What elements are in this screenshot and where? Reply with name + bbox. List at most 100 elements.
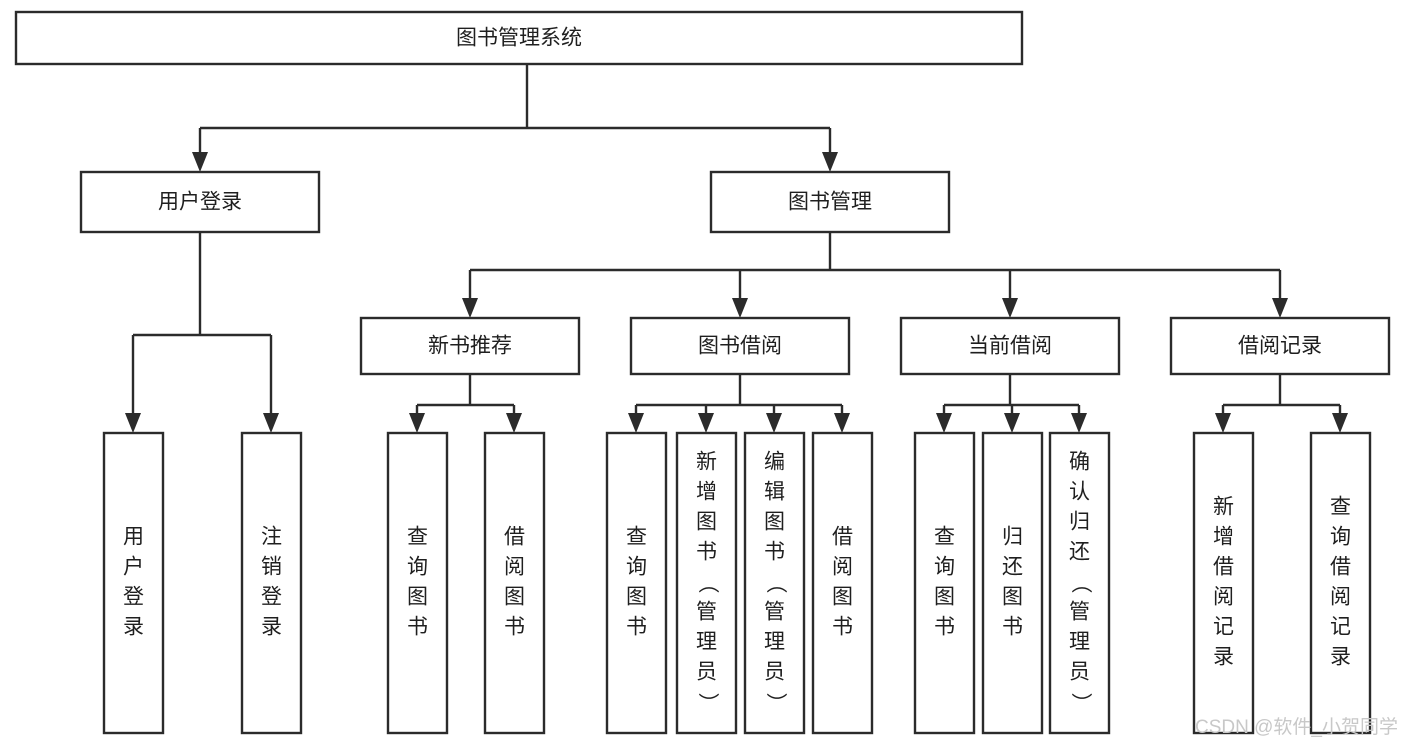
node-label-char: 查 <box>1330 496 1351 519</box>
node-box[interactable] <box>1169 316 1391 376</box>
node-label-char: 注 <box>261 526 282 549</box>
node-label-char: 登 <box>261 586 282 609</box>
node-label-char: 记 <box>1213 616 1234 639</box>
node-label-char: 阅 <box>1213 586 1234 609</box>
node-label-char: 理 <box>696 631 717 654</box>
node-box[interactable] <box>629 316 851 376</box>
node-box[interactable] <box>605 431 668 735</box>
node-box[interactable] <box>1309 431 1372 735</box>
node-label: 图书管理 <box>788 191 872 214</box>
node-box[interactable] <box>743 431 806 735</box>
diagram-node-level2-1[interactable]: 图书借阅 <box>629 316 851 376</box>
diagram-node-leaf-0[interactable]: 用户登录 <box>102 431 165 735</box>
diagram-node-level2-0[interactable]: 新书推荐 <box>359 316 581 376</box>
node-label-char: 新 <box>696 451 717 474</box>
connector-arrowhead-6-0 <box>1215 413 1231 433</box>
node-box[interactable] <box>981 431 1044 735</box>
node-label-char: 图 <box>1002 586 1023 609</box>
node-label-char: ） <box>696 693 719 714</box>
node-label-char: 用 <box>123 526 144 549</box>
node-label-char: 阅 <box>1330 586 1351 609</box>
connector-arrowhead-4-2 <box>766 413 782 433</box>
node-label-char: （ <box>764 573 787 594</box>
node-label-char: 书 <box>1002 616 1023 639</box>
node-label-char: 管 <box>764 601 785 624</box>
node-label: 用户登录 <box>158 191 242 214</box>
node-label-char: 增 <box>1213 526 1234 549</box>
node-label-char: 阅 <box>504 556 525 579</box>
node-label-char: 查 <box>407 526 428 549</box>
node-label-char: 记 <box>1330 616 1351 639</box>
node-label-char: 认 <box>1069 481 1090 504</box>
node-box[interactable] <box>913 431 976 735</box>
node-box[interactable] <box>675 431 738 735</box>
connector-arrowhead-2-2 <box>1002 298 1018 318</box>
node-label-char: ） <box>764 693 787 714</box>
connector-arrowhead-4-1 <box>698 413 714 433</box>
node-label-char: 录 <box>1330 646 1351 669</box>
node-label-char: 书 <box>504 616 525 639</box>
node-box[interactable] <box>14 10 1024 66</box>
diagram-node-level1-0[interactable]: 用户登录 <box>79 170 321 234</box>
diagram-node-level2-3[interactable]: 借阅记录 <box>1169 316 1391 376</box>
node-label-char: 图 <box>832 586 853 609</box>
connector-arrowhead-2-3 <box>1272 298 1288 318</box>
node-label-char: 书 <box>626 616 647 639</box>
node-label-char: 还 <box>1069 541 1090 564</box>
node-label-char: 员 <box>1069 661 1090 684</box>
node-box[interactable] <box>240 431 303 735</box>
node-label: 图书借阅 <box>698 335 782 358</box>
node-label-char: 图 <box>934 586 955 609</box>
node-label: 当前借阅 <box>968 335 1052 358</box>
connector-arrowhead-2-1 <box>732 298 748 318</box>
node-label-char: （ <box>696 573 719 594</box>
node-box[interactable] <box>102 431 165 735</box>
node-label-char: 图 <box>407 586 428 609</box>
node-label-char: 书 <box>696 541 717 564</box>
node-label-char: 理 <box>1069 631 1090 654</box>
node-box[interactable] <box>483 431 546 735</box>
node-box[interactable] <box>79 170 321 234</box>
node-label-char: 录 <box>261 616 282 639</box>
diagram-node-level1-1[interactable]: 图书管理 <box>709 170 951 234</box>
diagram-node-level2-2[interactable]: 当前借阅 <box>899 316 1121 376</box>
node-label-char: 图 <box>764 511 785 534</box>
csdn-watermark: CSDN @软件_小贺同学 <box>1195 716 1398 738</box>
node-box[interactable] <box>709 170 951 234</box>
node-label-char: 登 <box>123 586 144 609</box>
node-box[interactable] <box>1048 431 1111 735</box>
node-label-char: 管 <box>1069 601 1090 624</box>
node-box[interactable] <box>899 316 1121 376</box>
connector-arrowhead-5-0 <box>936 413 952 433</box>
node-box[interactable] <box>1192 431 1255 735</box>
diagram-node-root-0[interactable]: 图书管理系统 <box>14 10 1024 66</box>
node-label-char: 图 <box>626 586 647 609</box>
node-label-char: 询 <box>626 556 647 579</box>
node-label-char: 理 <box>764 631 785 654</box>
nodes-layer: 图书管理系统用户登录图书管理新书推荐图书借阅当前借阅借阅记录用户登录注销登录查询… <box>14 10 1391 735</box>
node-label: 图书管理系统 <box>456 27 582 50</box>
node-box[interactable] <box>811 431 874 735</box>
node-box[interactable] <box>386 431 449 735</box>
connector-arrowhead-2-0 <box>462 298 478 318</box>
connector-arrowhead-1-1 <box>263 413 279 433</box>
connectors-layer <box>125 64 1348 433</box>
node-label-char: 录 <box>1213 646 1234 669</box>
node-label-char: 管 <box>696 601 717 624</box>
node-label-char: 归 <box>1002 526 1023 549</box>
node-label-char: 借 <box>832 526 853 549</box>
node-box[interactable] <box>359 316 581 376</box>
node-label-char: 还 <box>1002 556 1023 579</box>
